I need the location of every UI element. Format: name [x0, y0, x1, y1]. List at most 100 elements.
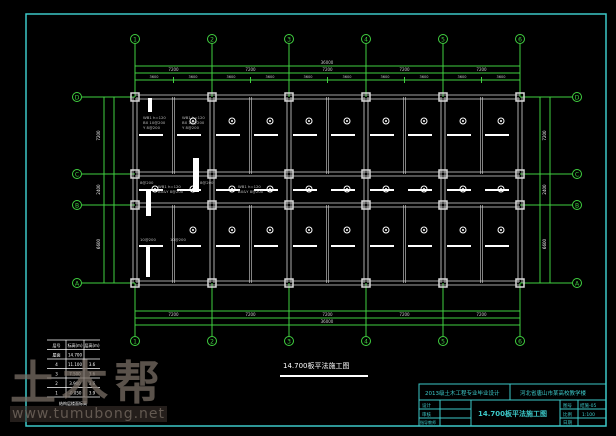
table-cell: 屋面 [53, 352, 61, 358]
axis-label-D: D [575, 95, 580, 102]
slab-marker-dot [346, 120, 348, 122]
rebar-bar [216, 189, 240, 191]
axis-bubble [207, 336, 217, 346]
dimension-half: 3600 [304, 75, 313, 79]
rebar-label: WB1 h=120 [182, 115, 205, 120]
dimension-bay: 7200 [245, 312, 256, 317]
slab-marker-dot [462, 120, 464, 122]
dimension-row: 6600 [96, 238, 101, 249]
slab-marker-dot [269, 120, 271, 122]
slab-marker [420, 117, 428, 125]
axis-bubble [361, 34, 371, 44]
dimension-bay: 7200 [399, 67, 410, 72]
slab-marker [343, 226, 351, 234]
title-block [418, 383, 607, 427]
rebar-bar [177, 189, 201, 191]
axis-label-5: 5 [441, 37, 445, 44]
slab-marker [266, 117, 274, 125]
slab-marker [189, 117, 197, 125]
slab-marker-dot [500, 120, 502, 122]
axis-label-C: C [75, 172, 79, 179]
table-cell: 3.6 [89, 381, 96, 386]
label-review: 审核 [422, 411, 431, 418]
rebar-bar-vertical [146, 190, 151, 216]
column [515, 200, 525, 210]
building-name: 河北省唐山市某高校教学楼 [520, 389, 587, 397]
slab-marker [343, 117, 351, 125]
table-cell: 2 [55, 381, 58, 386]
dimension-bay: 7200 [168, 67, 179, 72]
dimension-row: 7200 [542, 130, 547, 141]
slab-marker [459, 226, 467, 234]
axis-bubble [438, 336, 448, 346]
rebar-bar [447, 134, 471, 136]
slab-marker [228, 117, 236, 125]
axis-bubble [572, 169, 582, 179]
dimension-row: 6600 [542, 238, 547, 249]
rebar-bar [447, 245, 471, 247]
axis-label-4: 4 [364, 37, 368, 44]
slab-marker-dot [192, 229, 194, 231]
slab-marker-dot [192, 120, 194, 122]
rebar-bar [177, 134, 201, 136]
slab-marker [228, 226, 236, 234]
rebar-label: WB1 h=120 [158, 184, 181, 189]
axis-bubble [572, 92, 582, 102]
axis-label-C: C [575, 172, 579, 179]
slab-marker [305, 226, 313, 234]
rebar-label: BX&Y 8@200 [238, 189, 264, 194]
axis-label-5: 5 [441, 339, 445, 346]
column [207, 200, 217, 210]
dimension-half: 3600 [189, 75, 198, 79]
rebar-bar [254, 134, 278, 136]
slab-marker-dot [462, 229, 464, 231]
axis-bubble [207, 34, 217, 44]
column [515, 92, 525, 102]
column [130, 200, 140, 210]
label-scale: 比例 [563, 411, 572, 418]
table-cell: -0.050 [69, 391, 82, 396]
table-header: 标高(m) [67, 342, 82, 348]
axis-label-B: B [575, 203, 579, 210]
sheet-number: 结施-05 [580, 402, 596, 409]
dimension-bay: 7200 [399, 312, 410, 317]
dimension-bay: 7200 [168, 312, 179, 317]
dimension-half: 3600 [458, 75, 467, 79]
axis-label-D: D [75, 95, 80, 102]
dimension-bay: 7200 [476, 67, 487, 72]
rebar-bar [216, 245, 240, 247]
rebar-label: 10@200 [170, 237, 186, 242]
sheet-title: 14.700板平法施工图 [478, 409, 547, 418]
rebar-label: WB1 h=120 [238, 184, 261, 189]
slab-marker [382, 226, 390, 234]
axis-bubble [438, 34, 448, 44]
slab-marker-dot [385, 120, 387, 122]
column [284, 169, 294, 179]
axis-label-4: 4 [364, 339, 368, 346]
rebar-bar [254, 189, 278, 191]
rebar-bar [447, 189, 471, 191]
axis-bubble [72, 169, 82, 179]
axis-label-1: 1 [133, 339, 137, 346]
drawing-title-underline [280, 375, 368, 377]
slab-marker [420, 226, 428, 234]
rebar-bar [293, 245, 317, 247]
column [130, 169, 140, 179]
slab-marker-dot [231, 120, 233, 122]
dimension-row: 2400 [542, 184, 547, 195]
table-cell: 4 [55, 362, 58, 367]
watermark-url: www.tumubong.net [10, 406, 168, 422]
label-advisor: 指导教师 [420, 419, 436, 425]
slab-marker [459, 117, 467, 125]
rebar-label: Y 8@200 [182, 125, 200, 130]
rebar-bar [331, 134, 355, 136]
axis-bubble [515, 34, 525, 44]
slab-marker [189, 226, 197, 234]
label-design: 设计 [422, 402, 431, 409]
table-cell: 3.9 [89, 391, 96, 396]
dimension-half: 3600 [420, 75, 429, 79]
rebar-bar [370, 134, 394, 136]
